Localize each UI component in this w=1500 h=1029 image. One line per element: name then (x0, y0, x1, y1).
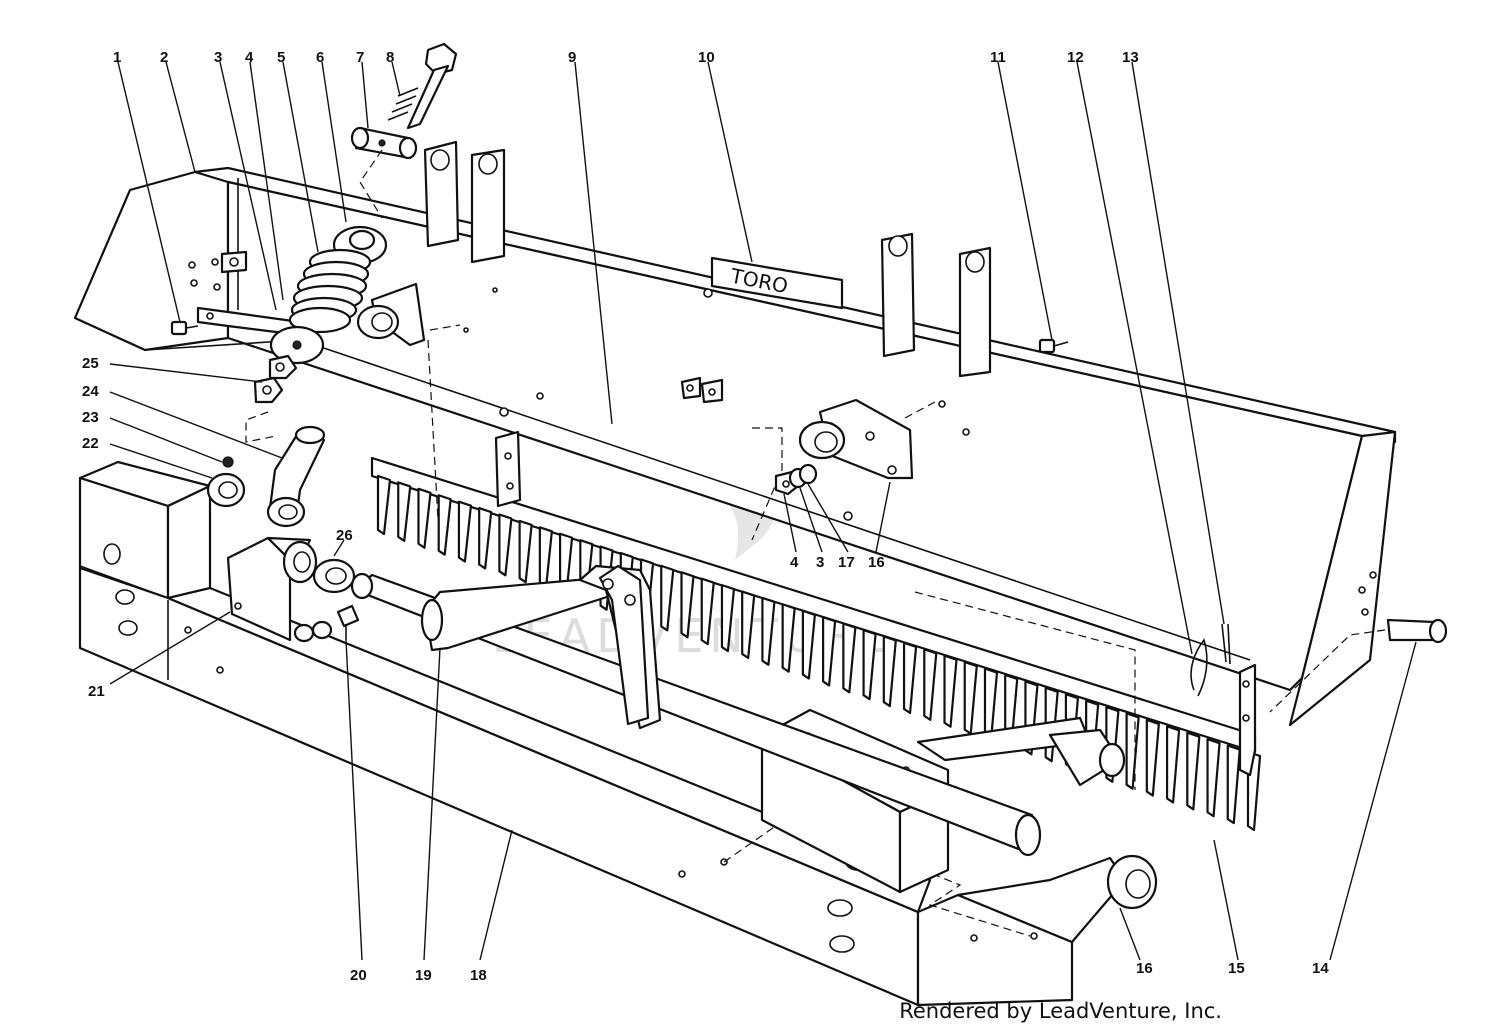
callout-4: 4 (245, 49, 254, 66)
callout-17: 17 (838, 554, 855, 571)
tine (1165, 725, 1181, 804)
callout-25: 25 (82, 355, 99, 372)
render-credit: Rendered by LeadVenture, Inc. (899, 999, 1222, 1023)
tine (720, 584, 736, 653)
tine (417, 487, 432, 549)
tine (822, 616, 837, 687)
callout-26: 26 (336, 527, 353, 544)
callout-22: 22 (82, 435, 99, 452)
callout-2: 2 (160, 49, 168, 66)
callout-9: 9 (568, 49, 576, 66)
bushing-26 (312, 558, 356, 594)
callout-19: 19 (415, 967, 432, 984)
bolt-14 (1269, 618, 1448, 713)
tine (1206, 738, 1221, 818)
bolt-1 (170, 320, 199, 336)
callout-15: 15 (1228, 960, 1245, 977)
tine (538, 526, 553, 591)
callout-13: 13 (1122, 49, 1139, 66)
tine (457, 500, 473, 563)
bolt-20-washers (293, 604, 360, 643)
callout-16-upper: 16 (868, 554, 885, 571)
tine (1186, 731, 1201, 811)
leader-lines (109, 61, 1417, 961)
callout-24: 24 (82, 383, 99, 400)
tine (882, 635, 897, 708)
callout-18: 18 (470, 967, 487, 984)
tine (1145, 718, 1160, 797)
tine (923, 648, 938, 721)
tine (660, 564, 675, 632)
tine (963, 661, 978, 735)
callout-labels: 1 2 3 4 5 6 7 8 9 10 11 12 13 25 24 23 2… (82, 49, 1329, 984)
tine (741, 590, 756, 660)
tine (801, 609, 816, 680)
callout-10: 10 (698, 49, 715, 66)
callout-6: 6 (316, 49, 324, 66)
tine (943, 654, 958, 728)
callout-7: 7 (356, 49, 364, 66)
end-plate-15 (1238, 663, 1257, 777)
tine (761, 596, 776, 666)
cotter-13 (1221, 623, 1231, 665)
bolt-11 (1038, 338, 1069, 354)
lug-plates (423, 140, 992, 378)
pivot-bracket (226, 536, 318, 642)
tine (437, 494, 452, 556)
left-bearing-bracket (356, 282, 469, 347)
bushing-22-24 (206, 425, 326, 528)
callout-4-lower: 4 (790, 554, 799, 571)
callout-8: 8 (386, 49, 394, 66)
tine (680, 571, 695, 639)
callout-1: 1 (113, 49, 121, 66)
tine (902, 641, 918, 715)
tine (842, 622, 857, 694)
tine (1226, 744, 1241, 825)
callout-3-lower: 3 (816, 554, 824, 571)
callout-12: 12 (1067, 49, 1084, 66)
right-bearing-bracket (680, 376, 936, 541)
tine (781, 603, 796, 673)
tine (700, 577, 715, 646)
callout-20: 20 (350, 967, 367, 984)
tine (862, 628, 877, 701)
callout-11: 11 (990, 49, 1006, 66)
tine (397, 481, 412, 542)
tine-comb (370, 430, 1262, 832)
tine (478, 506, 493, 570)
callout-16-lower: 16 (1136, 960, 1153, 977)
callout-3: 3 (214, 49, 222, 66)
spring-assembly (245, 42, 458, 443)
callout-14: 14 (1312, 960, 1329, 977)
hairpin-12 (1190, 638, 1208, 697)
tine (498, 513, 513, 577)
callout-23: 23 (82, 409, 99, 426)
tine (1125, 712, 1140, 790)
callout-21: 21 (88, 683, 105, 700)
pivot-shaft (350, 564, 1126, 857)
tine (518, 519, 533, 584)
callout-5: 5 (277, 49, 285, 66)
tine (376, 474, 392, 536)
